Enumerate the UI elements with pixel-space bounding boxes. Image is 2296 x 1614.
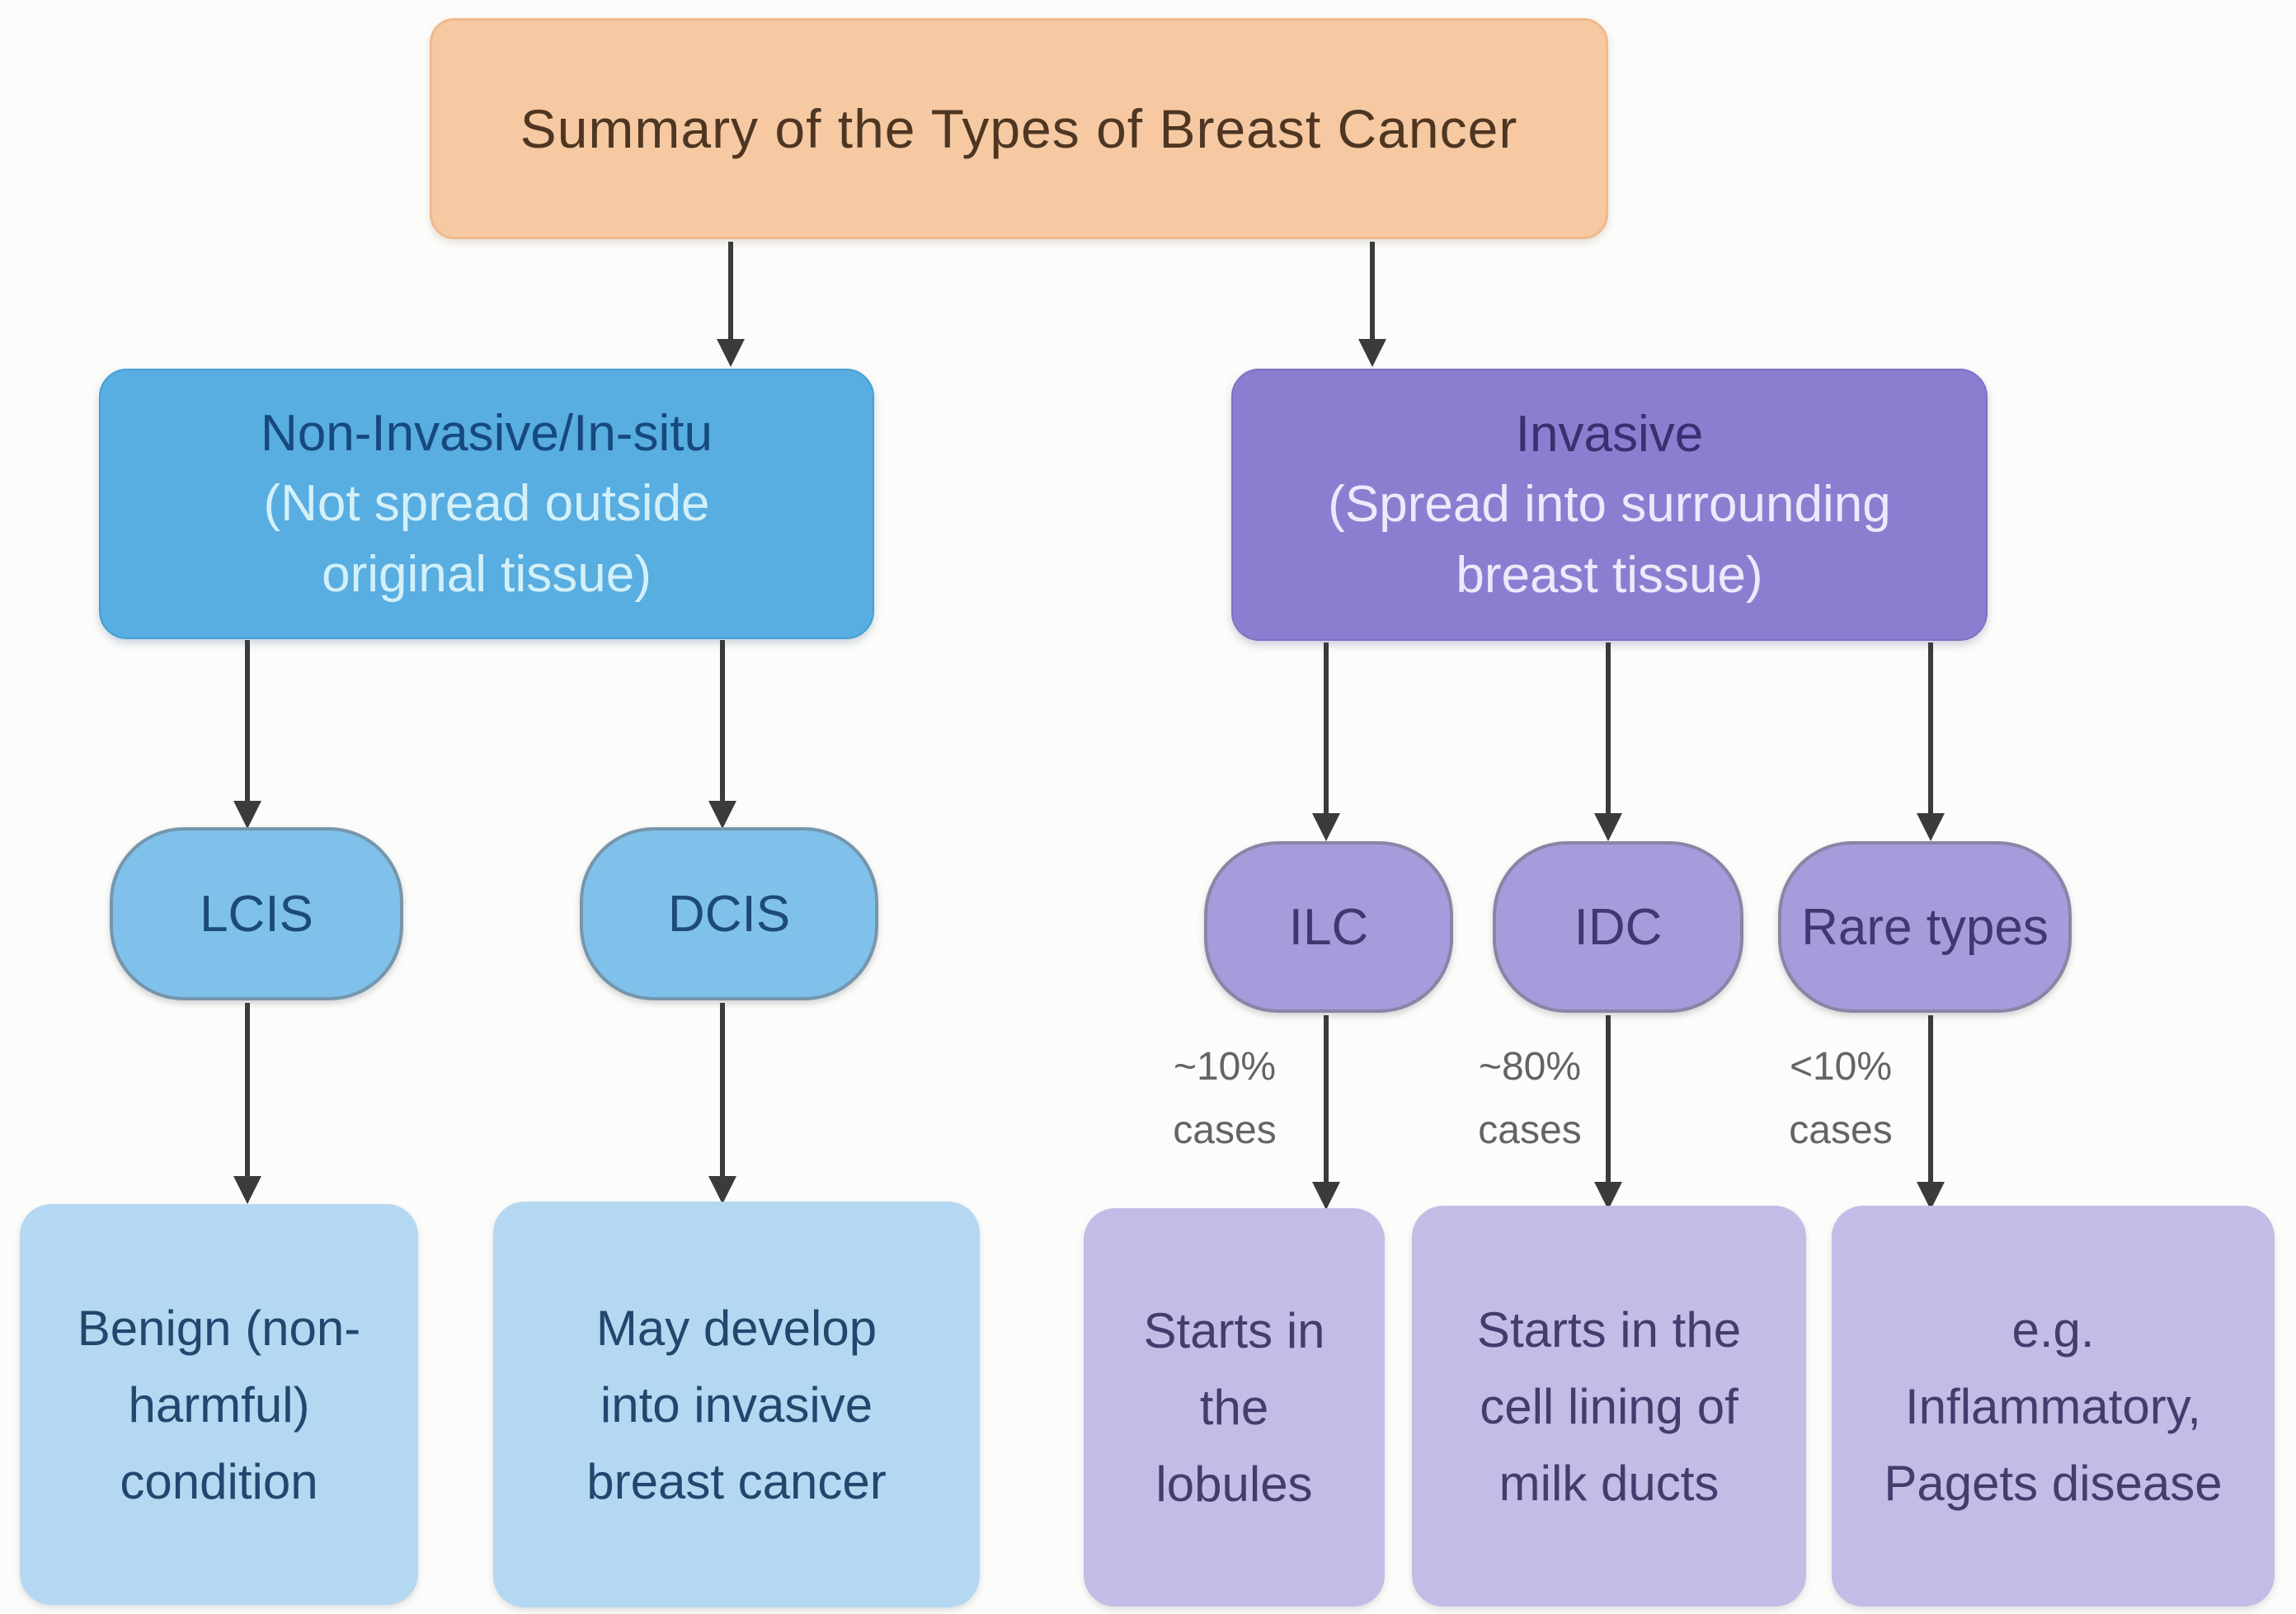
flowchart-title: Summary of the Types of Breast Cancer [520, 98, 1518, 159]
rare-types-share-label: <10% cases [1789, 1045, 1893, 1152]
arrow-non-invasive-to-lcis [245, 640, 250, 802]
dcis-label: DCIS [667, 885, 791, 943]
node-non-invasive-header: Non-Invasive/In-situ (Not spread outside… [99, 369, 874, 639]
arrow-dcis-to-outcome [720, 1003, 725, 1178]
ilc-label: ILC [1288, 898, 1369, 956]
lcis-label: LCIS [200, 885, 313, 943]
node-dcis-outcome: May develop into invasive breast cancer [493, 1202, 980, 1607]
non-invasive-heading: Non-Invasive/In-situ [261, 404, 713, 462]
rare-types-label: Rare types [1801, 898, 2049, 956]
node-idc: IDC [1493, 841, 1743, 1013]
arrow-non-invasive-to-dcis [720, 640, 725, 802]
node-idc-outcome: Starts in the cell lining of milk ducts [1412, 1206, 1806, 1607]
dcis-outcome-text: May develop into invasive breast cancer [586, 1300, 887, 1509]
arrow-lcis-to-outcome [245, 1003, 250, 1178]
invasive-heading: Invasive [1515, 405, 1704, 463]
idc-outcome-text: Starts in the cell lining of milk ducts [1476, 1301, 1742, 1511]
lcis-outcome-text: Benign (non- harmful) condition [77, 1300, 361, 1509]
non-invasive-subheading: (Not spread outside original tissue) [263, 475, 710, 603]
ilc-outcome-text: Starts in the lobules [1143, 1303, 1325, 1512]
rare-types-outcome-text: e.g. Inflammatory, Pagets disease [1884, 1301, 2223, 1511]
arrow-invasive-to-rare-types [1928, 642, 1933, 815]
root-node-summary: Summary of the Types of Breast Cancer [430, 18, 1608, 239]
idc-share-label: ~80% cases [1478, 1045, 1582, 1152]
node-dcis: DCIS [580, 827, 878, 1000]
invasive-subheading: (Spread into surrounding breast tissue) [1328, 476, 1891, 604]
arrow-invasive-to-ilc [1324, 642, 1329, 815]
arrow-root-to-non-invasive [728, 242, 733, 341]
node-rare-types-outcome: e.g. Inflammatory, Pagets disease [1832, 1206, 2275, 1607]
node-invasive-header: Invasive (Spread into surrounding breast… [1231, 369, 1988, 641]
ilc-share-label: ~10% cases [1173, 1045, 1277, 1152]
arrow-ilc-to-outcome [1324, 1015, 1329, 1183]
arrow-root-to-invasive [1370, 242, 1375, 341]
node-rare-types: Rare types [1778, 841, 2072, 1013]
node-lcis: LCIS [110, 827, 403, 1000]
idc-label: IDC [1574, 898, 1663, 956]
arrow-invasive-to-idc [1606, 642, 1611, 815]
node-lcis-outcome: Benign (non- harmful) condition [20, 1204, 418, 1605]
node-ilc: ILC [1204, 841, 1453, 1013]
node-ilc-outcome: Starts in the lobules [1084, 1208, 1385, 1607]
arrow-rare-types-to-outcome [1928, 1015, 1933, 1183]
arrow-idc-to-outcome [1606, 1015, 1611, 1183]
